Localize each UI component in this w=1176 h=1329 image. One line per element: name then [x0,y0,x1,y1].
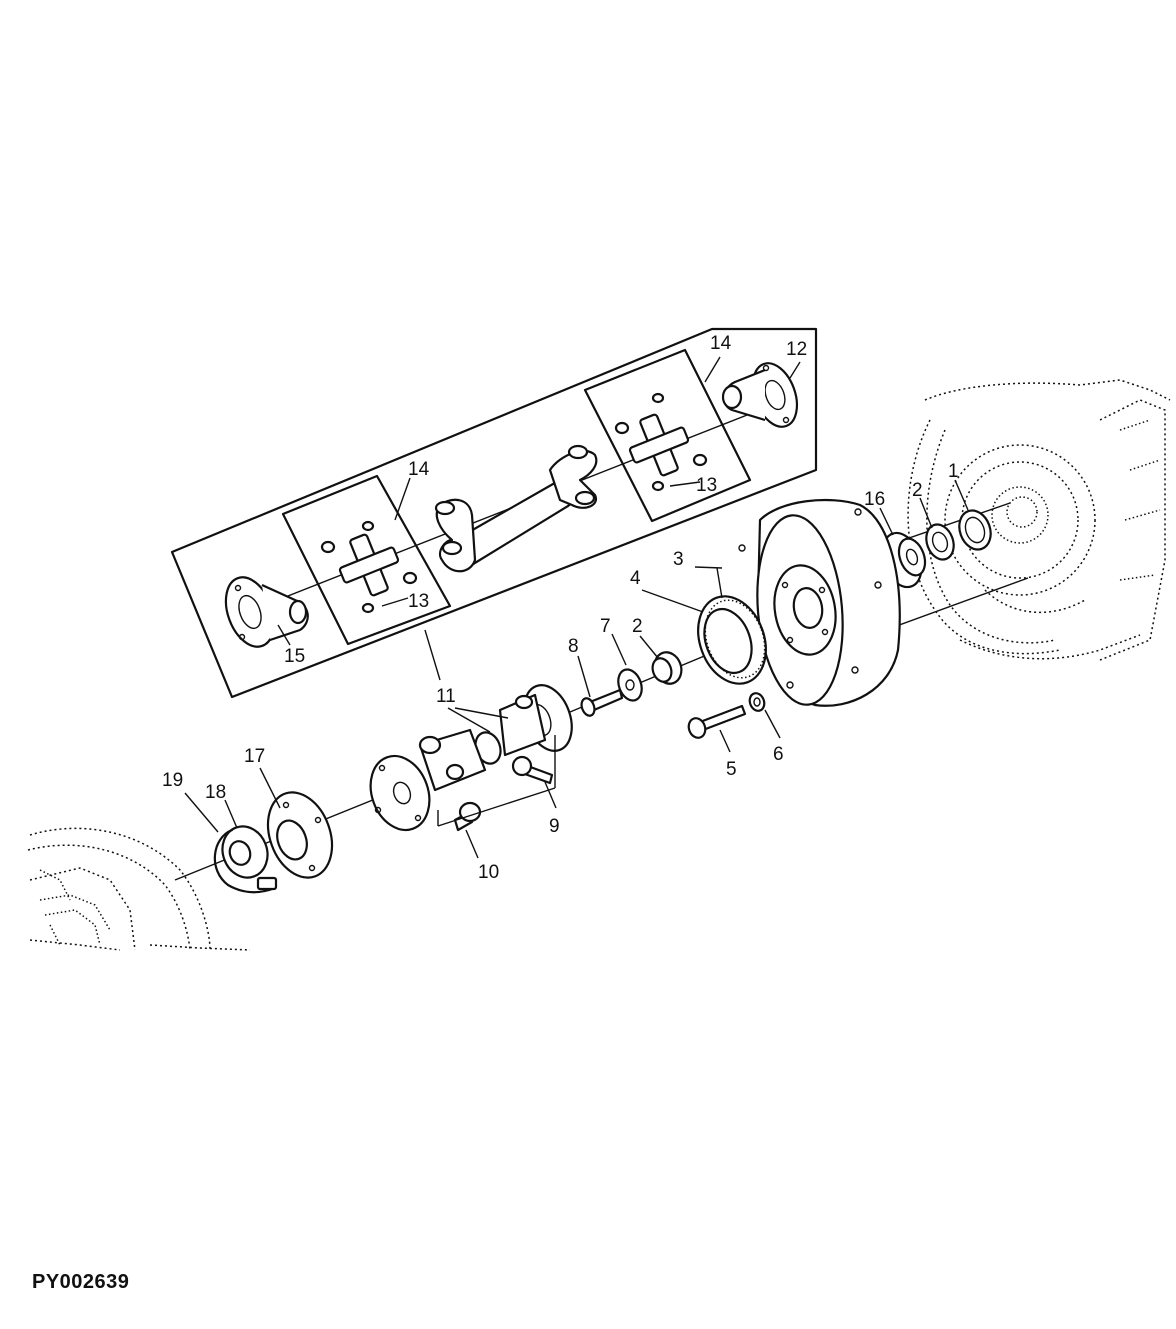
flange-yoke-right [721,362,799,428]
callout-17: 17 [244,746,265,767]
callout-14-right: 14 [710,333,732,354]
callout-labels: 1 2 16 3 4 2 7 8 5 6 9 10 11 12 13 13 14… [162,333,959,883]
drive-shaft-tube [434,444,598,573]
callout-11: 11 [436,686,456,707]
part-4-oil-seal [697,595,767,685]
part-5-bolt [687,704,747,739]
callout-10: 10 [478,862,499,883]
part-1-seal [958,509,992,551]
callout-2-left: 2 [632,616,643,637]
callout-14-left: 14 [408,459,430,480]
callout-2-right: 2 [912,480,923,501]
part-3-flywheel [738,498,901,707]
part-9-bolt [511,755,554,785]
callout-1: 1 [948,461,959,482]
callout-13-left: 13 [408,591,429,612]
flange-yoke-left [224,576,309,648]
part-17-flange [266,791,334,879]
part-2-spacer [651,651,683,685]
callout-15: 15 [284,646,305,667]
part-6-washer [748,692,766,712]
part-7-washer [617,668,643,702]
callout-6: 6 [773,744,784,765]
cross-bearing-left [320,520,418,614]
engine-housing-outline [907,379,1171,661]
callout-7: 7 [600,616,611,637]
part-2-bearing-right [925,523,955,561]
part-8-bolt [580,688,624,717]
drive-shaft-kit-inset [170,327,818,699]
part-19-snap-ring [213,828,278,894]
callout-9: 9 [549,816,560,837]
callout-3: 3 [673,549,684,570]
callout-4: 4 [630,568,641,589]
callout-12: 12 [786,339,807,360]
callout-5: 5 [726,759,737,780]
callout-19: 19 [162,770,183,791]
figure-code: PY002639 [32,1271,129,1293]
part-18-bearing [221,825,269,879]
cross-bearing-right [614,392,708,492]
transmission-housing-outline [27,827,251,951]
callout-18: 18 [205,782,226,803]
callout-8: 8 [568,636,579,657]
callout-16: 16 [864,489,885,510]
callout-13-right: 13 [696,475,717,496]
part-11-coupler [369,684,573,832]
